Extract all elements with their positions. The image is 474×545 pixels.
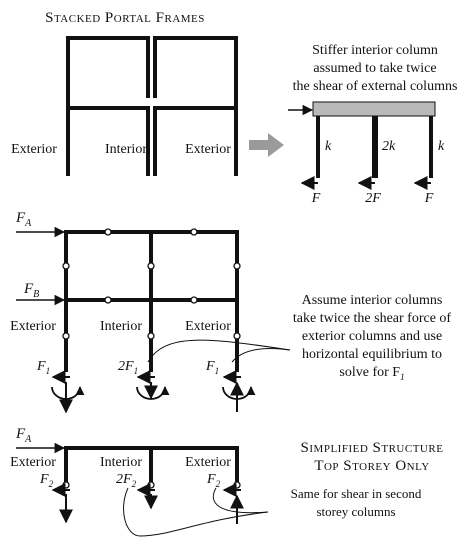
simplified-load-fa-label: FA xyxy=(15,426,32,445)
stiffness-k-left: k xyxy=(325,139,332,154)
note-top-line3: the shear of external columns xyxy=(293,79,458,94)
frame2-interior-label: Interior xyxy=(100,319,142,334)
base-shear-f1-right: F1 xyxy=(205,359,219,376)
shear-f2-left: F2 xyxy=(39,472,54,489)
shear-2f-mid: 2F xyxy=(365,191,381,206)
frame2-exterior-right-label: Exterior xyxy=(185,319,231,334)
rigid-beam xyxy=(312,101,436,117)
note-top-line1: Stiffer interior column xyxy=(312,43,438,58)
frame3-exterior-right-label: Exterior xyxy=(185,455,231,470)
note-bottom-line2: storey columns xyxy=(316,504,395,519)
frame3-interior-label: Interior xyxy=(100,455,142,470)
beam-model xyxy=(288,101,436,190)
gray-arrow-icon xyxy=(249,133,284,157)
base-shear-f1-left: F1 xyxy=(36,359,50,376)
note-mid-line3: exterior columns and use xyxy=(302,329,442,344)
shear-f-right: F xyxy=(424,191,434,206)
load-fa-label: FA xyxy=(15,210,32,229)
panel1-exterior-left-label: Exterior xyxy=(11,142,57,157)
stiffness-2k-mid: 2k xyxy=(382,139,396,154)
shear-f2-right: F2 xyxy=(206,472,221,489)
stiffness-k-right: k xyxy=(438,139,445,154)
note-mid-line4: horizontal equilibrium to xyxy=(302,347,442,362)
simplified-title-line1: Simplified Structure xyxy=(301,440,444,456)
simplified-frame xyxy=(16,442,269,537)
stacked-portal-frames xyxy=(66,36,238,176)
frame2-exterior-left-label: Exterior xyxy=(10,319,56,334)
note-mid-line1: Assume interior columns xyxy=(302,293,443,308)
shear-f-left: F xyxy=(311,191,321,206)
frame3-exterior-left-label: Exterior xyxy=(10,455,56,470)
simplified-title-line2: Top Storey Only xyxy=(314,458,429,474)
note-mid-line2: take twice the shear force of xyxy=(293,311,452,326)
note-mid-line5: solve for F1 xyxy=(339,365,404,382)
note-bottom-line1: Same for shear in second xyxy=(291,486,422,501)
note-top-line2: assumed to take twice xyxy=(313,61,436,76)
load-fb-label: FB xyxy=(23,281,39,300)
panel1-exterior-right-label: Exterior xyxy=(185,142,231,157)
panel1-interior-label: Interior xyxy=(105,142,147,157)
shear-2f2-mid: 2F2 xyxy=(116,472,137,489)
title: Stacked Portal Frames xyxy=(45,10,205,26)
base-shear-2f1-mid: 2F1 xyxy=(118,359,138,376)
two-storey-frame xyxy=(16,226,291,414)
